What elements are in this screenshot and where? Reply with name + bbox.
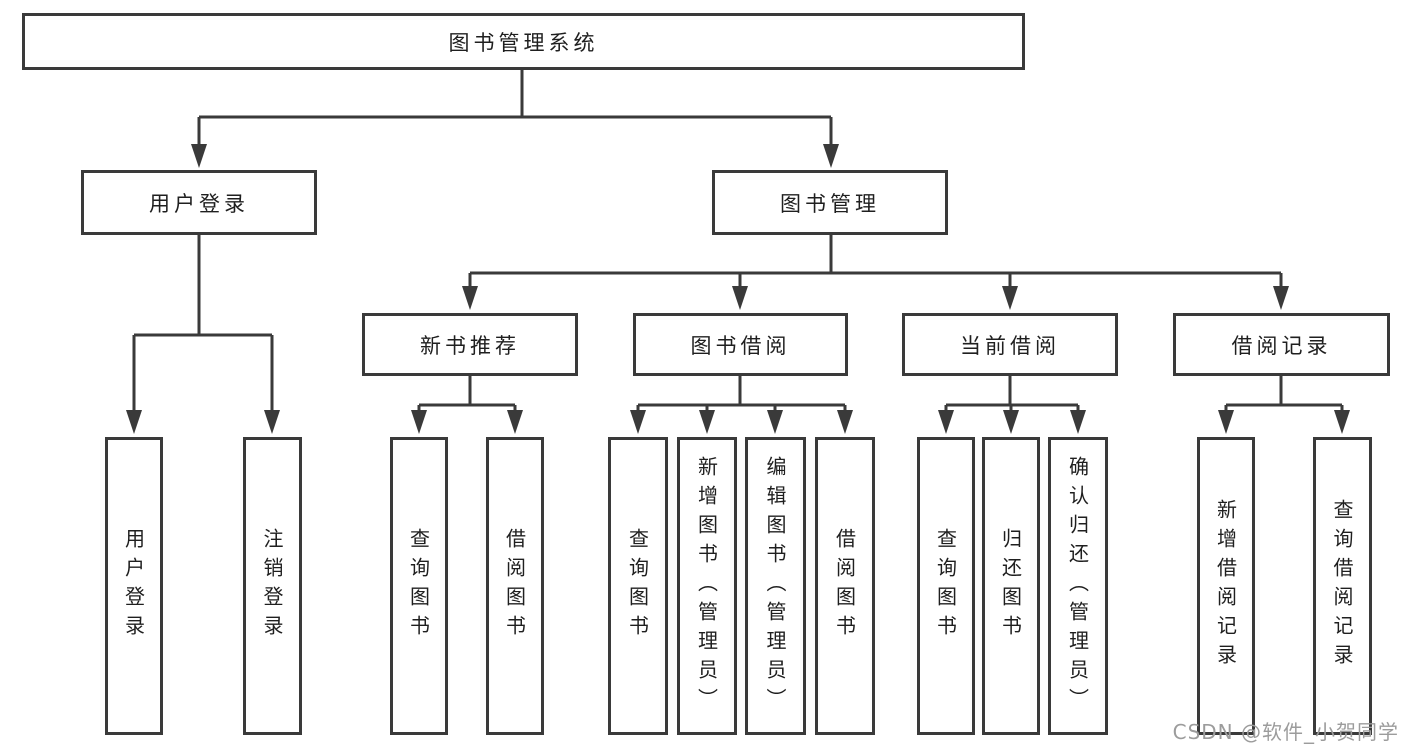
node-leaf-query-books: 查询图书 (390, 437, 448, 735)
node-leaf-borrow-books: 借阅图书 (815, 437, 875, 735)
node-current-borrowing: 当前借阅 (902, 313, 1118, 376)
connector-bookmgmt-to-level3 (468, 235, 1283, 290)
connector-borrowing-to-children (636, 376, 847, 416)
node-leaf-return-books: 归还图书 (982, 437, 1040, 735)
arrow-down-icon (1273, 286, 1289, 310)
node-borrowing-records: 借阅记录 (1173, 313, 1390, 376)
node-leaf-add-borrow-record: 新增借阅记录 (1197, 437, 1255, 735)
node-leaf-edit-books-admin: 编辑图书（管理员） (745, 437, 806, 735)
arrow-down-icon (264, 410, 280, 434)
node-book-management: 图书管理 (712, 170, 948, 235)
arrow-down-icon (823, 144, 839, 168)
node-leaf-user-login: 用户登录 (105, 437, 163, 735)
arrow-down-icon (699, 410, 715, 434)
node-leaf-logout: 注销登录 (243, 437, 302, 735)
node-library-management-system: 图书管理系统 (22, 13, 1025, 70)
arrow-down-icon (732, 286, 748, 310)
node-leaf-confirm-return-admin: 确认归还（管理员） (1048, 437, 1108, 735)
arrow-down-icon (411, 410, 427, 434)
watermark: CSDN @软件_小贺同学 (1172, 720, 1399, 744)
node-leaf-query-borrow-record: 查询借阅记录 (1313, 437, 1372, 735)
node-leaf-query-books: 查询图书 (608, 437, 668, 735)
arrow-down-icon (938, 410, 954, 434)
arrow-down-icon (191, 144, 207, 168)
connector-root-to-level2 (197, 70, 833, 150)
arrow-down-icon (837, 410, 853, 434)
arrow-down-icon (1070, 410, 1086, 434)
node-leaf-add-books-admin: 新增图书（管理员） (677, 437, 737, 735)
arrow-down-icon (1002, 286, 1018, 310)
node-leaf-query-books: 查询图书 (917, 437, 975, 735)
node-book-borrowing: 图书借阅 (633, 313, 848, 376)
connector-records-to-children (1224, 376, 1344, 416)
arrow-down-icon (1003, 410, 1019, 434)
arrowheads (126, 144, 1350, 434)
arrow-down-icon (630, 410, 646, 434)
connector-userlogin-to-children (132, 235, 274, 416)
node-user-login: 用户登录 (81, 170, 317, 235)
arrow-down-icon (767, 410, 783, 434)
connector-newbooks-to-children (417, 376, 517, 416)
arrow-down-icon (1218, 410, 1234, 434)
arrow-down-icon (507, 410, 523, 434)
arrow-down-icon (126, 410, 142, 434)
arrow-down-icon (462, 286, 478, 310)
node-leaf-borrow-books: 借阅图书 (486, 437, 544, 735)
node-new-book-recommendation: 新书推荐 (362, 313, 578, 376)
arrow-down-icon (1334, 410, 1350, 434)
